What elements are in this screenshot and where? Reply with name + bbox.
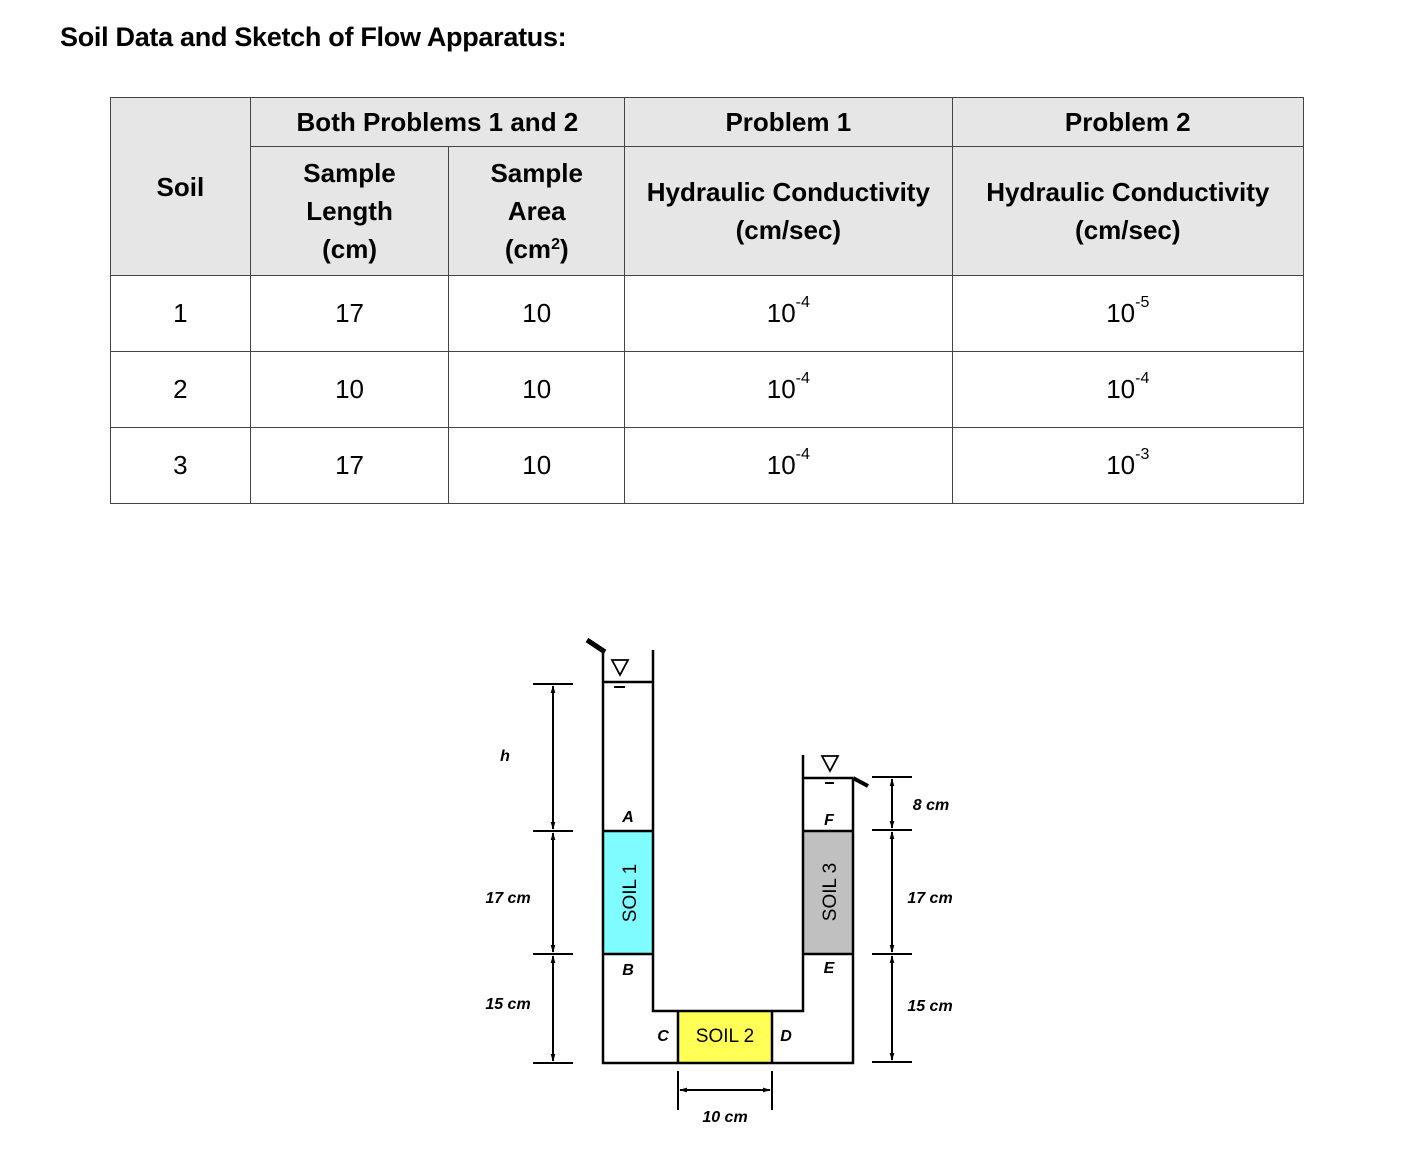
soil-3-sample [803,831,853,954]
cell-area: 10 [448,275,626,352]
header-both-problems: Both Problems 1 and 2 [249,97,626,147]
table-row: 2 10 10 10-4 10-4 [110,351,1305,428]
header-problem-1: Problem 1 [624,97,953,147]
header-k-problem-2: Hydraulic Conductivity (cm/sec) [951,146,1305,276]
water-level-left-icon [610,659,630,688]
outflow-pipe [852,776,869,788]
dim-h-label: h [500,748,510,765]
header-row-2: Sample Length (cm) Sample Area (cm2) Hyd… [111,146,1305,276]
cell-length: 17 [249,427,450,504]
soil-1-sample [603,831,653,954]
cell-soil: 3 [110,427,251,504]
point-b-label: B [622,962,634,979]
cell-soil: 1 [110,275,251,352]
dim-right-bottom-label: 15 cm [907,998,952,1015]
cell-area: 10 [448,427,626,504]
cell-k2: 10-5 [951,275,1305,352]
header-sample-length: Sample Length (cm) [249,146,450,276]
header-sample-area: Sample Area (cm2) [448,146,626,276]
point-d-label: D [780,1028,792,1045]
cell-k2: 10-4 [951,351,1305,428]
table-row: 3 17 10 10-4 10-3 [110,427,1305,504]
left-dimension-lines [533,683,573,1064]
soil-data-table: Soil Both Problems 1 and 2 Problem 1 Pro… [110,97,1305,504]
cell-k2: 10-3 [951,427,1305,504]
point-e-label: E [824,960,836,977]
table-row: 1 17 10 10-4 10-5 [110,275,1305,352]
dim-right-soil3-label: 17 cm [907,890,952,907]
header-k-problem-1: Hydraulic Conductivity (cm/sec) [624,146,953,276]
cell-length: 17 [249,275,450,352]
water-level-right-icon [820,755,840,784]
u-tube-outline [601,650,855,1065]
dim-left-bottom-label: 15 cm [485,996,530,1013]
header-row-1: Soil Both Problems 1 and 2 Problem 1 Pro… [110,97,1305,276]
dim-right-top-label: 8 cm [913,797,949,814]
soil-2-label: SOIL 2 [696,1026,754,1047]
page-title: Soil Data and Sketch of Flow Apparatus: [60,22,567,52]
point-f-label: F [824,812,835,829]
bottom-dimension-line [677,1071,773,1110]
dim-soil2-label: 10 cm [702,1109,747,1126]
inflow-pipe [585,637,607,655]
soil-1-label: SOIL 1 [620,864,641,922]
dim-left-soil1-label: 17 cm [485,890,530,907]
point-a-label: A [621,809,634,826]
cell-area: 10 [448,351,626,428]
soil-2-sample [678,1011,772,1063]
cell-k1: 10-4 [624,427,953,504]
cell-length: 10 [249,351,450,428]
cell-k1: 10-4 [624,275,953,352]
header-soil: Soil [110,97,251,276]
point-c-label: C [657,1028,669,1045]
right-dimension-lines [872,776,912,1063]
soil-3-label: SOIL 3 [820,863,841,921]
